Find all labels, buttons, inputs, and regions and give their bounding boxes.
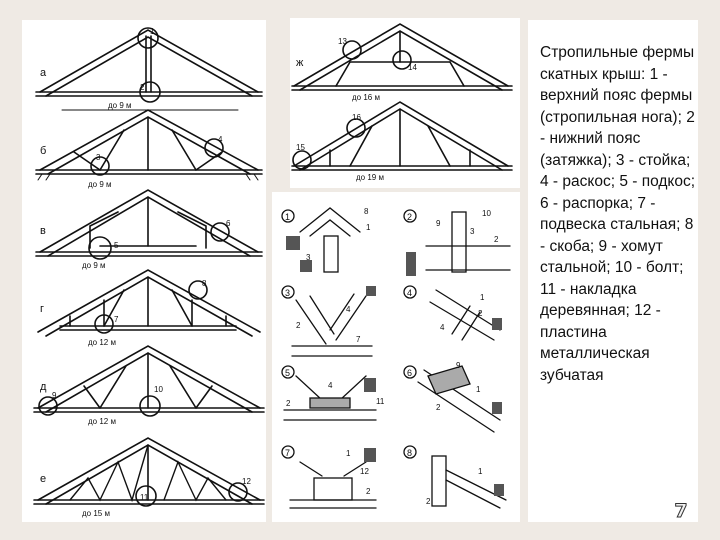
mark-label: 12: [242, 477, 251, 486]
mark-label: 10: [154, 385, 163, 394]
detail-label: 2: [286, 399, 291, 408]
detail-label: 1: [366, 223, 371, 232]
span-label: до 15 м: [82, 509, 110, 518]
detail-number: 8: [407, 448, 412, 458]
truss-e: е до 15 м 11 12: [33, 437, 265, 518]
page-number: 7: [674, 500, 688, 523]
truss-letter: а: [40, 67, 47, 79]
mark-label: 14: [408, 63, 417, 72]
detail-3: 3 4 2 7: [281, 285, 376, 357]
detail-6: 6 1 9 2: [403, 361, 502, 433]
mark-label: 4: [218, 135, 223, 144]
span-label: до 12 м: [88, 417, 116, 426]
detail-label: 9: [456, 361, 461, 370]
detail-label: 2: [494, 235, 499, 244]
detail-number: 2: [407, 212, 412, 222]
detail-number: 4: [407, 288, 412, 298]
detail-number: 3: [285, 288, 290, 298]
detail-label: 2: [436, 403, 441, 412]
mark-label: 5: [114, 241, 119, 250]
truss-letter: г: [40, 303, 44, 315]
mark-label: 11: [140, 493, 149, 502]
truss-letter: ж: [296, 57, 304, 69]
detail-label: 1: [476, 385, 481, 394]
detail-1: 1 8 1 3: [281, 207, 371, 273]
detail-label: 4: [346, 305, 351, 314]
detail-label: 10: [482, 209, 491, 218]
detail-label: 1: [480, 293, 485, 302]
left-panel: [22, 20, 266, 522]
truss-letter: д: [40, 381, 47, 393]
detail-number: 5: [285, 368, 290, 378]
detail-label: 4: [328, 381, 333, 390]
detail-label: 8: [364, 207, 369, 216]
truss-zh: ж до 16 м 13 14: [291, 23, 513, 102]
detail-7: 7 12 1 2: [281, 445, 377, 509]
detail-label: 11: [376, 397, 385, 406]
mark-label: 2: [140, 83, 145, 92]
span-label: до 9 м: [108, 101, 132, 110]
detail-label: 7: [356, 335, 361, 344]
caption-text: Стропильные фермы скатных крыш: 1 - верх…: [540, 44, 696, 384]
truss-g: г до 12 м 7 8: [37, 269, 261, 347]
mark-label: 6: [226, 219, 231, 228]
detail-number: 1: [285, 212, 290, 222]
mark-label: 8: [202, 279, 207, 288]
truss-v: в до 9 м 5 6: [35, 189, 263, 270]
caption-panel: [528, 20, 698, 522]
details-panel: [272, 192, 520, 522]
truss-a: а до 9 м 1 2: [35, 27, 263, 111]
span-label: до 9 м: [82, 261, 106, 270]
detail-label: 2: [478, 309, 483, 318]
mark-label: 16: [352, 113, 361, 122]
span-label: до 16 м: [352, 93, 380, 102]
joint-details: 1 8 1 3 2 10 9 3 2: [281, 207, 511, 509]
detail-label: 1: [346, 449, 351, 458]
truss-letter: е: [40, 473, 46, 485]
detail-4: 4 1 4 2: [403, 285, 502, 341]
truss-letter: б: [40, 145, 46, 157]
detail-label: 3: [470, 227, 475, 236]
detail-label: 9: [436, 219, 441, 228]
mark-label: 9: [52, 391, 57, 400]
detail-label: 12: [360, 467, 369, 476]
detail-label: 1: [478, 467, 483, 476]
detail-label: 2: [296, 321, 301, 330]
truss-letter: в: [40, 225, 46, 237]
detail-label: 4: [440, 323, 445, 332]
span-label: до 12 м: [88, 338, 116, 347]
mark-label: 3: [96, 153, 101, 162]
mark-label: 13: [338, 37, 347, 46]
detail-5: 5 4 11 2: [281, 365, 385, 421]
truss-b: б до 9 м 3 4: [35, 109, 263, 189]
span-label: до 9 м: [88, 180, 112, 189]
detail-label: 2: [366, 487, 371, 496]
detail-label: 3: [306, 253, 311, 262]
mark-label: 7: [114, 315, 119, 324]
top-right-drawing-panel: [290, 18, 520, 188]
detail-number: 7: [285, 448, 290, 458]
detail-2: 2 10 9 3 2: [403, 209, 511, 276]
detail-number: 6: [407, 368, 412, 378]
truss-d: д до 12 м 9 10: [33, 345, 265, 426]
span-label: до 19 м: [356, 173, 384, 182]
detail-label: 2: [426, 497, 431, 506]
mark-label: 15: [296, 143, 305, 152]
detail-8: 8 1 2: [403, 445, 507, 509]
mark-label: 1: [150, 27, 155, 36]
truss-z: до 19 м 15 16: [291, 101, 513, 182]
